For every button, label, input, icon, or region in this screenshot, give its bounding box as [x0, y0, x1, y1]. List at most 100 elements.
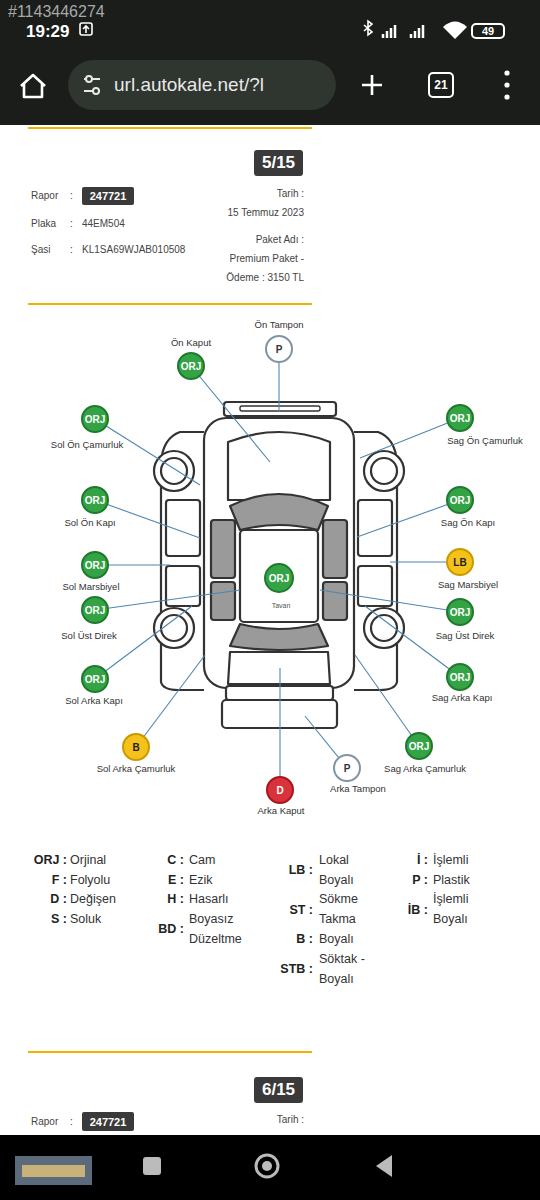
wheel [364, 608, 404, 648]
status-circle: ORJSol Arka Kapı [81, 665, 109, 693]
legend-meaning: Hasarlı [189, 889, 229, 909]
part-name: Sag Ön Çamurluk [447, 435, 523, 446]
box-text: 5/15 [262, 153, 295, 173]
legend-meaning: Folyolu [70, 870, 110, 890]
car-drawing [154, 402, 404, 728]
hood [228, 432, 330, 500]
menu-dot [504, 70, 509, 75]
legend-code: E : [168, 870, 184, 890]
wheel [154, 608, 194, 648]
status-circle: BSol Arka Çamurluk [122, 733, 150, 761]
field-colon: : [70, 217, 73, 230]
legend-code: ST : [289, 900, 313, 920]
status-circle: ORJSol Marsbiyel [81, 551, 109, 579]
recents-button [143, 1157, 161, 1175]
status-circle: DArka Kaput [266, 776, 294, 804]
status-code: ORJ [85, 414, 106, 425]
wheel-hub [371, 458, 397, 484]
legend-meaning: Lokal Boyalı [319, 850, 369, 890]
legend-meaning: Söktak - Boyalı [319, 949, 377, 989]
signal-icon [383, 25, 395, 38]
wheel-hub [371, 615, 397, 641]
leader-line [95, 590, 240, 610]
status-circle: ORJSag Ön Kapı [446, 486, 474, 514]
leader-line [279, 668, 280, 790]
part-name: Sag Ön Kapı [441, 517, 495, 528]
leader-line [360, 418, 460, 458]
home-icon [21, 75, 45, 97]
leader-line [365, 606, 460, 677]
status-code: ORJ [450, 413, 471, 424]
status-code: ORJ [85, 560, 106, 571]
windshield [230, 494, 328, 530]
status-circle: ORJSag Arka Kapı [446, 663, 474, 691]
field-value: KL1SA69WJAB010508 [82, 243, 185, 256]
legend-code: ORJ : [34, 850, 67, 870]
part-name: Ön Tampon [255, 319, 304, 330]
plus-icon [362, 75, 382, 95]
part-name: Sol Arka Kapı [65, 695, 123, 706]
leader-line [355, 655, 419, 746]
battery-indicator: 49 [471, 23, 505, 39]
leader-line [95, 419, 200, 485]
side-window [323, 582, 347, 620]
status-circle: Ön TamponP [265, 335, 293, 363]
part-name: Sol Ön Çamurluk [51, 439, 123, 450]
tab-counter: 21 [428, 72, 454, 98]
signal-icon [411, 25, 423, 38]
box-text: 21 [434, 78, 447, 92]
legend-code: İ : [417, 850, 428, 870]
field-name: Şasi [31, 243, 50, 256]
separator-line [28, 1051, 312, 1053]
legend-code: İB : [408, 900, 428, 920]
left-side-panel [161, 432, 204, 690]
url-bar: url.autokale.net/?l [68, 60, 336, 110]
legend-meaning: Değişen [70, 889, 116, 909]
legend-code: BD : [158, 919, 184, 939]
thumbnail-detail [22, 1165, 85, 1177]
rear-window [230, 624, 328, 650]
status-circle: LBSag Marsbiyel [446, 548, 474, 576]
right-side-panel [354, 432, 397, 690]
part-name: Arka Kaput [258, 805, 305, 816]
field-colon: : [70, 189, 73, 202]
part-name: Sag Marsbiyel [438, 579, 498, 590]
report-number: 247721 [82, 1112, 134, 1131]
status-code: ORJ [181, 361, 202, 372]
legend-code: LB : [289, 860, 313, 880]
status-circle: ORJTavan [264, 563, 294, 593]
report-number: 247721 [82, 187, 134, 205]
separator-line [28, 303, 312, 305]
field-colon: : [70, 243, 73, 256]
status-code: ORJ [85, 674, 106, 685]
box-text: 49 [482, 25, 494, 37]
side-window [211, 520, 235, 578]
page-badge: 5/15 [254, 150, 303, 176]
part-name: Sag Arka Kapı [432, 692, 493, 703]
status-code: ORJ [450, 607, 471, 618]
status-code: P [344, 763, 351, 774]
part-name: Sag Arka Çamurluk [384, 763, 466, 774]
car-body [204, 418, 354, 688]
status-code: ORJ [269, 573, 290, 584]
field-name: Rapor [31, 1115, 58, 1128]
legend-meaning: İşlemli [433, 850, 468, 870]
wifi-icon [443, 22, 467, 40]
status-code: ORJ [450, 495, 471, 506]
home-button [256, 1155, 278, 1177]
status-code: LB [453, 557, 466, 568]
status-code: ORJ [450, 672, 471, 683]
field-value: Premium Paket - [230, 252, 304, 265]
status-code: ORJ [409, 741, 430, 752]
legend-code: D : [50, 889, 67, 909]
part-name: Sol Arka Çamurluk [97, 763, 176, 774]
field-name: Tarih : [277, 187, 304, 200]
part-name: Sol Ön Kapı [64, 517, 115, 528]
status-circle: ORJSag Arka Çamurluk [405, 732, 433, 760]
status-code: D [276, 785, 283, 796]
separator-line [28, 127, 312, 129]
leader-lines [95, 349, 460, 790]
status-code: P [276, 344, 283, 355]
wheel [154, 451, 194, 491]
leader-line [95, 606, 192, 679]
